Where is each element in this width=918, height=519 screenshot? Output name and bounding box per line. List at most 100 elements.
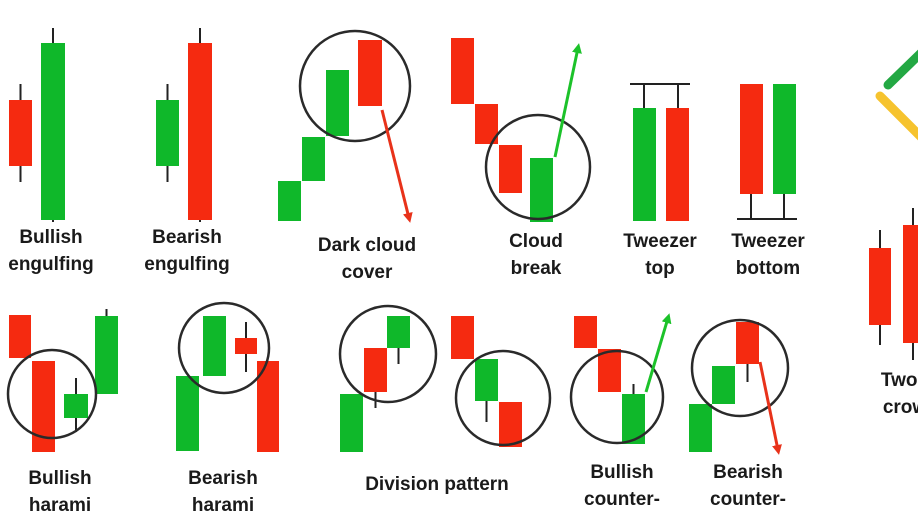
bullish-candle [326,70,349,136]
candle-body [736,322,759,364]
trend-arrow-down [758,361,782,455]
candle-body [41,43,65,220]
candle-body [451,38,474,104]
label-two-f-crow-line1: Two f [880,370,918,391]
candle-body [689,404,712,452]
bearish-candle [451,316,474,359]
highlight-circle [177,301,271,395]
label-bearish-harami: Bearish harami [188,465,258,519]
label-bullish-engulfing: Bullish engulfing [8,224,93,278]
candle-body [903,225,918,343]
candle-body [364,348,387,392]
label-bearish-harami-line2: harami [191,495,255,516]
candle-body [740,84,763,194]
bullish-candle [176,376,199,451]
candle-body [235,338,257,354]
candle-body [9,100,32,166]
highlight-circle [484,113,592,221]
label-bearish-counter-line1: Bearish [713,462,783,483]
bearish-candle [257,361,279,452]
label-cloud-break-line2: break [510,258,562,279]
logo-green-stroke [883,49,918,90]
candle-body [156,100,179,166]
label-bearish-counter-line2: counter- [710,489,786,510]
label-bullish-engulfing-line1: Bullish [19,227,83,248]
candle-body [574,316,597,348]
highlight-circle [454,349,552,447]
label-division-pattern-line1: Division pattern [365,474,509,495]
label-dark-cloud-cover-line2: cover [341,262,393,283]
candle-body [9,315,31,358]
bearish-candle [475,104,498,144]
bearish-candle [358,40,382,106]
bullish-candle [689,404,712,452]
candle-body [387,316,410,348]
bullish-candle [530,158,553,222]
candle-body [475,359,498,401]
label-bullish-counter: Bullish counter- [584,459,660,513]
bearish-candle [740,84,763,194]
bearish-candle [188,28,212,222]
label-tweezer-top-line1: Tweezer [623,231,697,252]
bearish-candle [574,316,597,348]
label-bearish-counter: Bearish counter- [710,459,786,513]
bullish-candle [302,137,325,181]
candle-body [530,158,553,222]
candle-body [869,248,891,325]
candle-body [95,316,118,394]
bearish-candle [736,322,759,382]
highlight-circle [569,349,665,445]
candle-body [499,402,522,447]
candle-body [666,108,689,221]
bearish-candle [869,230,891,345]
bullish-candle [712,366,735,404]
highlight-circle [6,348,98,440]
bullish-candle [622,384,645,444]
trend-arrow-up [553,43,582,158]
candle-body [358,40,382,106]
bullish-candle [340,394,363,452]
bearish-candle [451,38,474,104]
label-bearish-harami-line1: Bearish [188,468,258,489]
candle-body [598,349,621,392]
bearish-candle [32,361,55,452]
label-bullish-engulfing-line2: engulfing [8,254,94,275]
bearish-candle [903,208,918,360]
bullish-candle [773,84,796,194]
candle-body [475,104,498,144]
label-tweezer-bottom-line2: bottom [735,258,801,279]
candle-body [326,70,349,136]
bearish-candle [666,108,689,221]
bearish-candle [235,322,257,372]
label-two-f-crow: Two fcrow [881,367,918,421]
candle-body [773,84,796,194]
bullish-candle [64,378,88,432]
candle-body [188,43,212,220]
label-bullish-counter-line2: counter- [584,489,660,510]
bullish-candle [387,316,410,364]
candle-body [176,376,199,451]
candle-body [340,394,363,452]
bullish-candle [633,108,656,221]
trend-arrow-up [644,313,672,393]
highlight-circle [298,29,412,143]
label-bullish-counter-line1: Bullish [590,462,654,483]
label-tweezer-top: Tweezer top [623,228,697,282]
candle-body [203,316,226,376]
label-bearish-engulfing-line2: engulfing [144,254,230,275]
candle-body [302,137,325,181]
highlight-circle [338,304,438,404]
candle-body [32,361,55,452]
bearish-candle [9,84,32,182]
bullish-candle [278,181,301,221]
bearish-candle [499,402,522,447]
label-tweezer-top-line2: top [645,258,675,279]
bullish-candle [95,309,118,394]
bearish-candle [499,145,522,193]
candle-body [257,361,279,452]
